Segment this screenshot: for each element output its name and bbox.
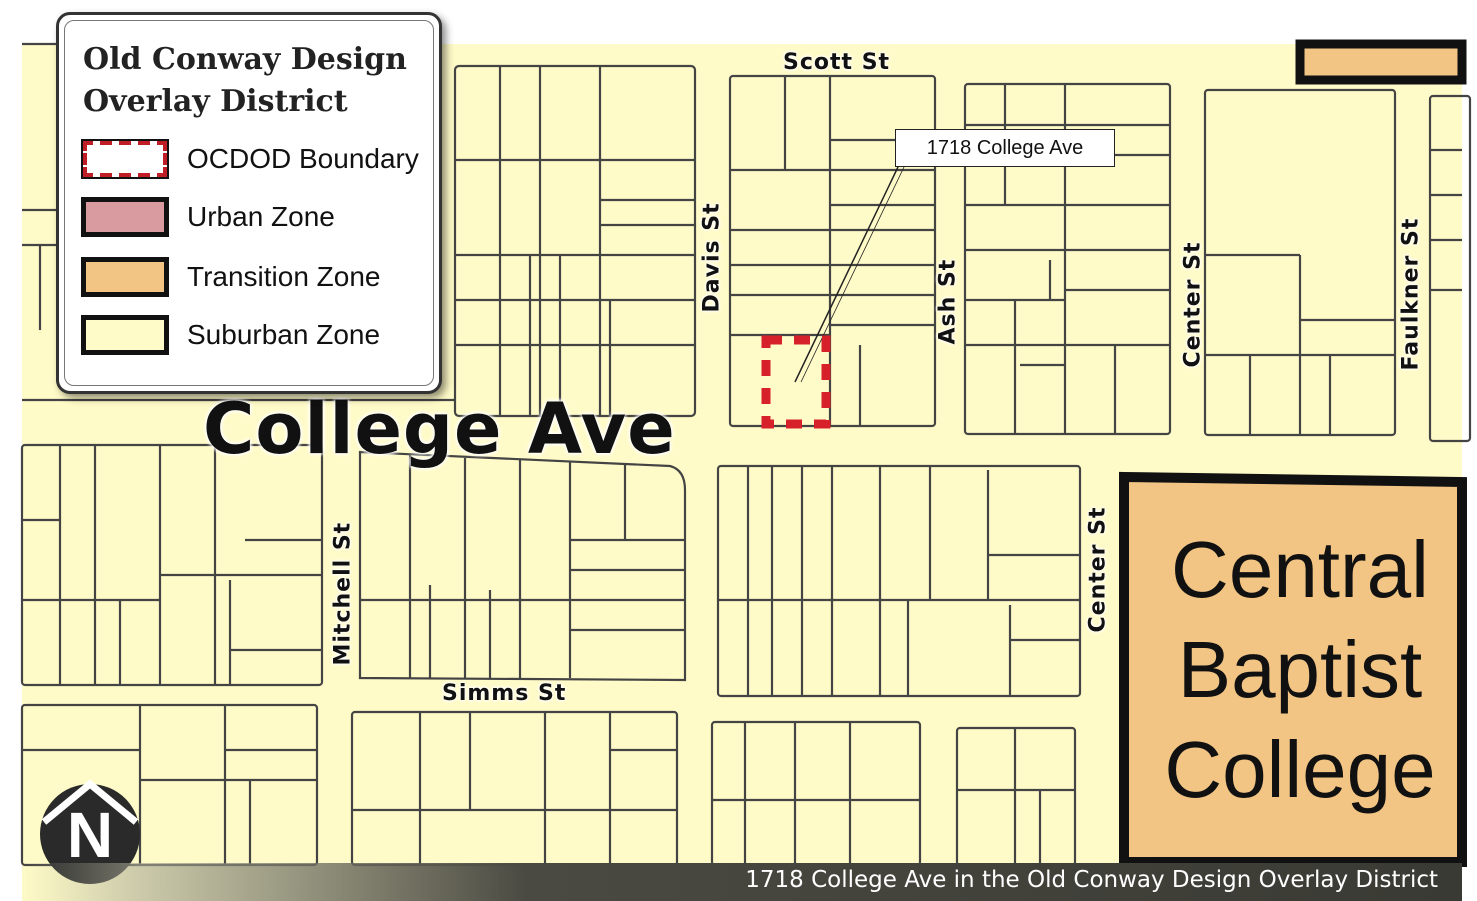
parcel-lines bbox=[20, 42, 1472, 867]
callout-leader-inner bbox=[800, 166, 905, 383]
street-label-mitchell: Mitchell St bbox=[330, 521, 356, 666]
caption-bar: 1718 College Ave in the Old Conway Desig… bbox=[22, 863, 1462, 901]
legend-label-transition: Transition Zone bbox=[187, 261, 381, 292]
transition-zone-top-right bbox=[1295, 39, 1467, 85]
north-arrow bbox=[40, 779, 140, 884]
property-boundary bbox=[761, 335, 831, 429]
legend-label-urban: Urban Zone bbox=[187, 201, 335, 232]
legend-label-ocdod: OCDOD Boundary bbox=[187, 143, 419, 174]
street-label-center-south: Center St bbox=[1085, 506, 1111, 633]
legend-swatch-suburban bbox=[81, 315, 169, 355]
street-label-davis: Davis St bbox=[699, 202, 725, 313]
street-label-faulkner: Faulkner St bbox=[1398, 217, 1424, 371]
legend-title: Old Conway Design Overlay District bbox=[83, 39, 407, 123]
landmark-line-1: Central bbox=[1171, 525, 1429, 614]
caption-text: 1718 College Ave in the Old Conway Desig… bbox=[745, 867, 1438, 893]
landmark-line-2: Baptist bbox=[1177, 625, 1423, 714]
legend-swatch-ocdod bbox=[81, 139, 169, 179]
street-label-scott: Scott St bbox=[783, 50, 891, 75]
legend-swatch-urban bbox=[81, 197, 169, 237]
street-label-college-ave: College Ave bbox=[203, 388, 676, 470]
street-label-simms: Simms St bbox=[442, 681, 567, 706]
street-label-center-north: Center St bbox=[1180, 241, 1206, 368]
legend-label-suburban: Suburban Zone bbox=[187, 319, 381, 350]
property-callout: 1718 College Ave bbox=[895, 129, 1115, 167]
legend-title-line-2: Overlay District bbox=[83, 84, 348, 119]
legend-inner-border bbox=[64, 20, 434, 386]
callout-leader bbox=[794, 166, 899, 383]
legend-item-transition: Transition Zone bbox=[81, 257, 431, 303]
legend-item-suburban: Suburban Zone bbox=[81, 315, 431, 361]
transition-zone-cbc bbox=[1119, 471, 1467, 867]
legend-item-ocdod: OCDOD Boundary bbox=[81, 139, 431, 185]
legend-title-line-1: Old Conway Design bbox=[83, 42, 407, 77]
legend-item-urban: Urban Zone bbox=[81, 197, 431, 243]
north-letter: N bbox=[66, 799, 114, 871]
landmark-line-3: College bbox=[1164, 725, 1436, 814]
landmark-label: Central Baptist College bbox=[1140, 520, 1460, 820]
map-legend: Old Conway Design Overlay District OCDOD… bbox=[56, 12, 442, 394]
legend-swatch-transition bbox=[81, 257, 169, 297]
street-label-ash: Ash St bbox=[935, 258, 961, 345]
